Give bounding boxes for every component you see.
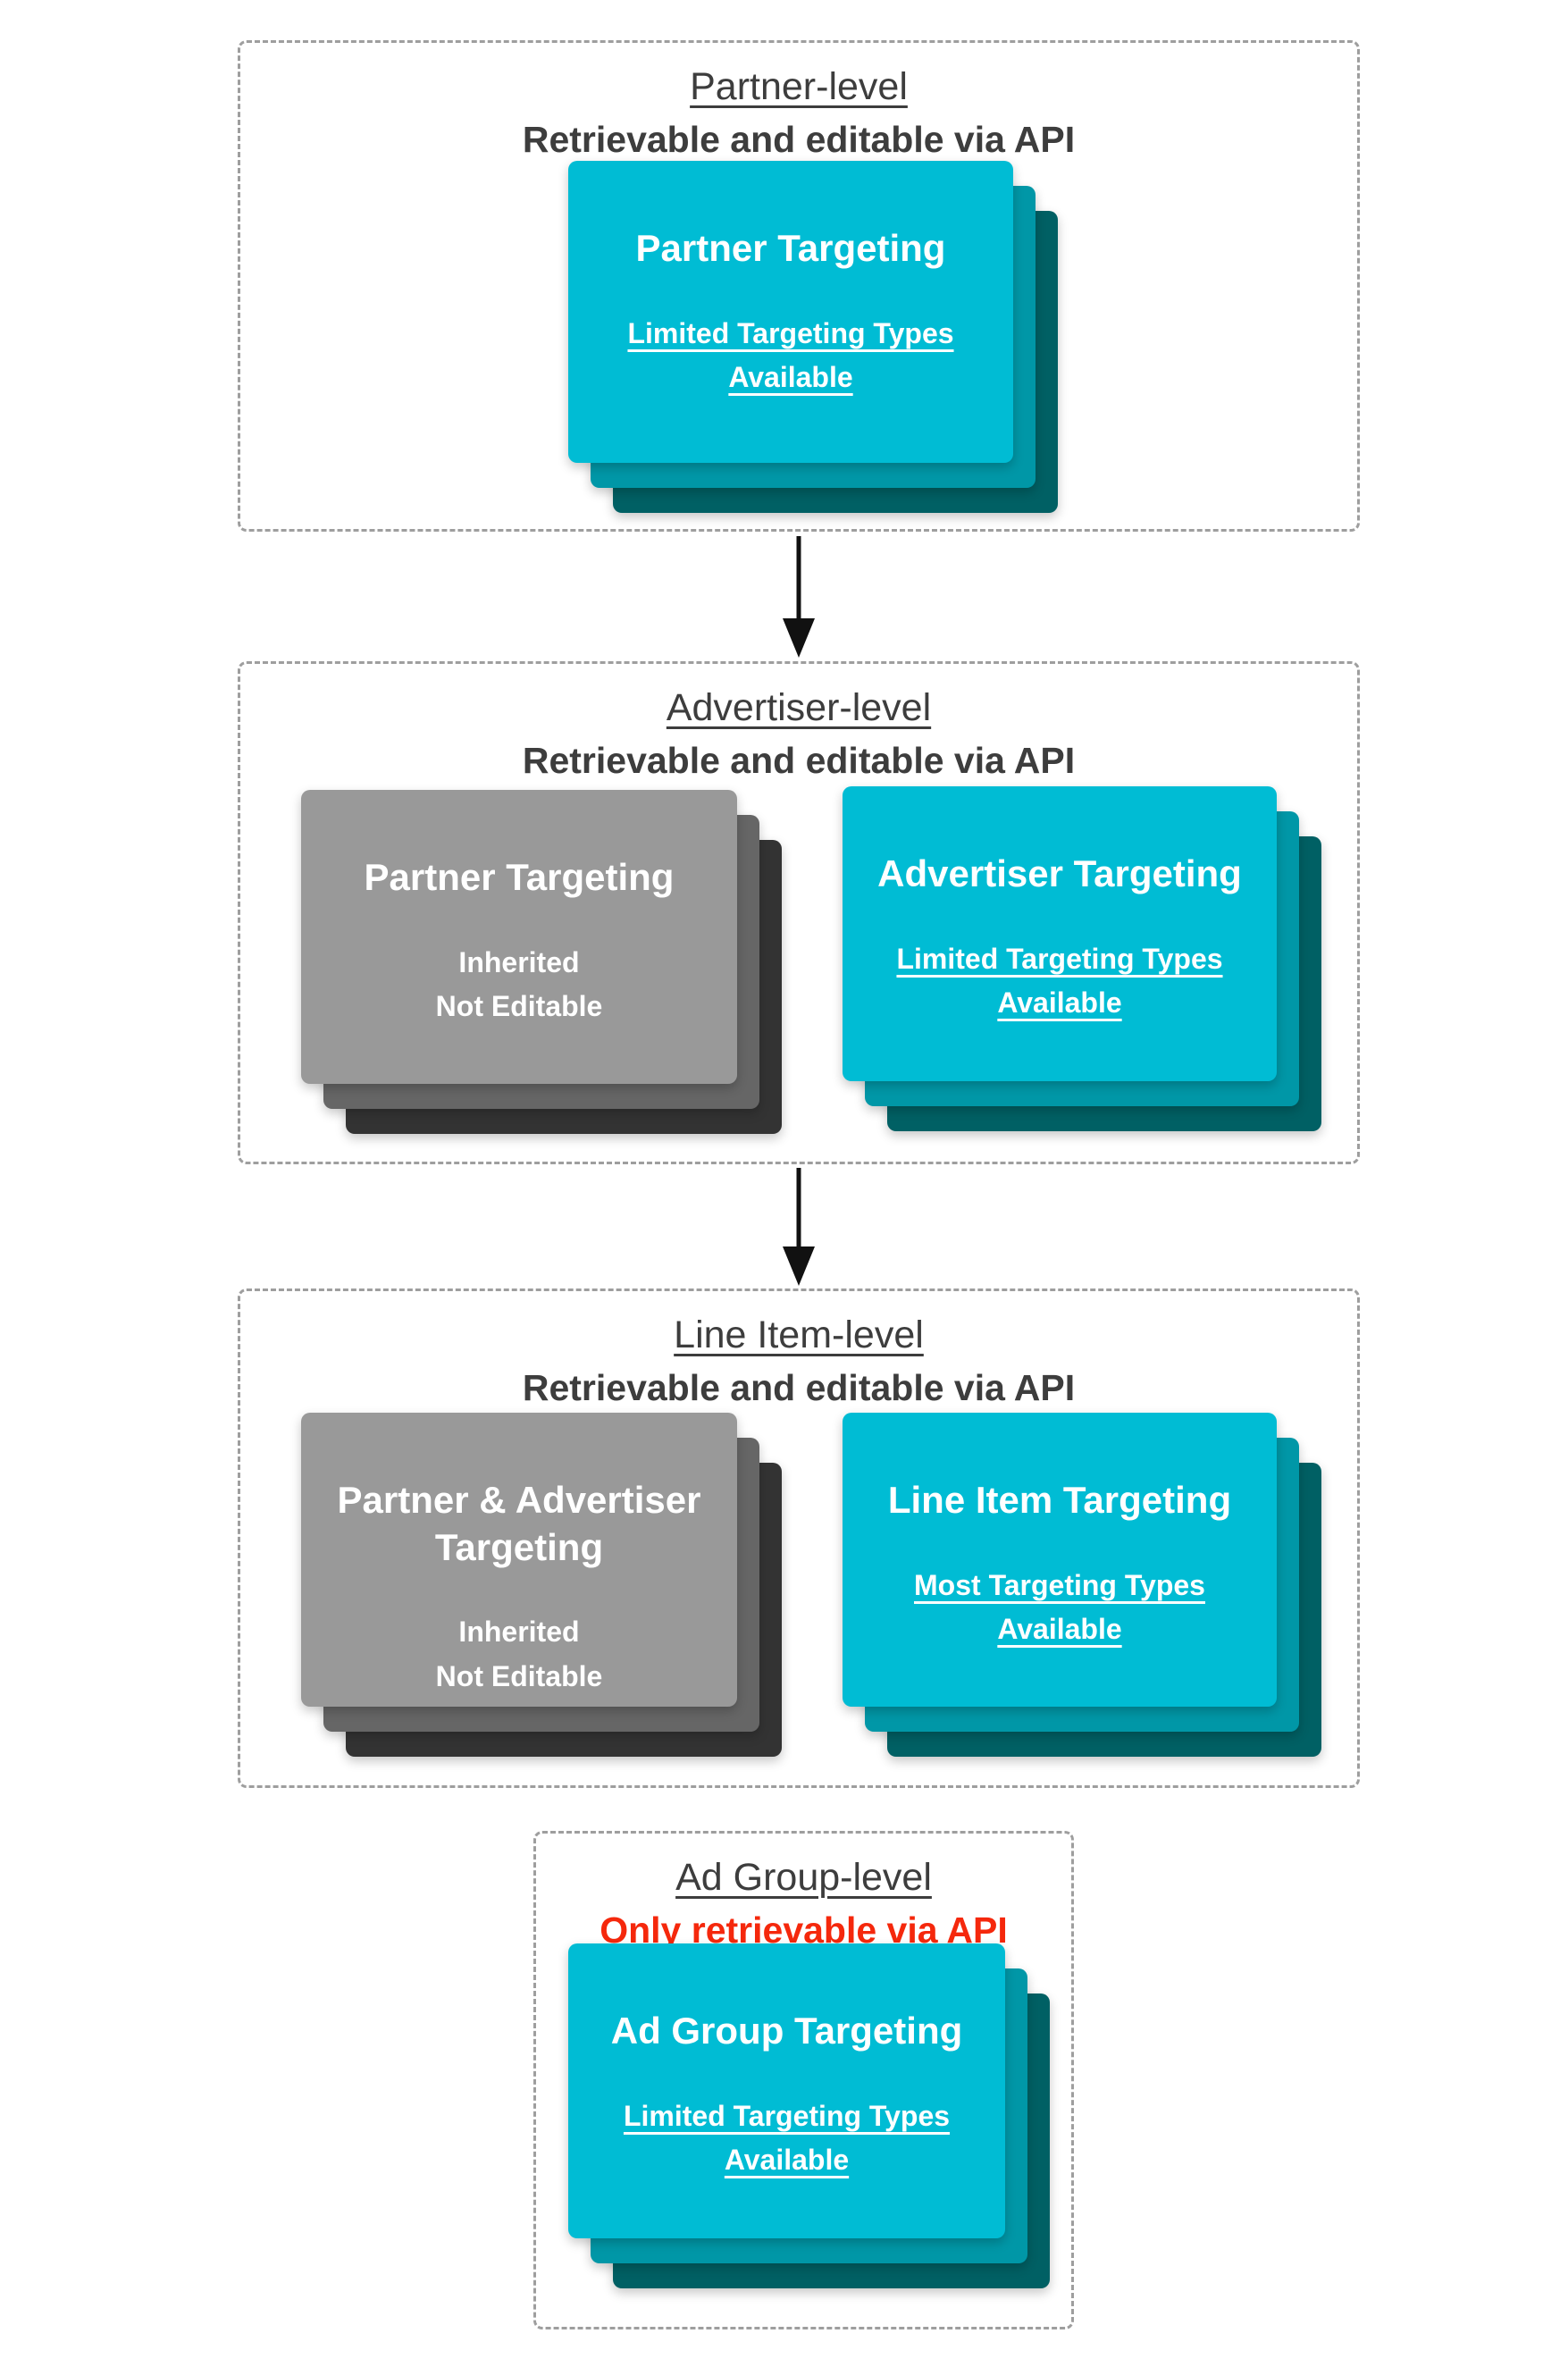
- card-front: Advertiser Targeting Limited Targeting T…: [843, 786, 1277, 1081]
- card-heading: Partner Targeting: [635, 227, 946, 269]
- section-subtitle: Retrievable and editable via API: [522, 1366, 1076, 1408]
- section-line-item-level: Line Item-level Retrievable and editable…: [238, 1288, 1360, 1788]
- card-heading: Line Item Targeting: [887, 1479, 1232, 1521]
- card-body: Limited Targeting Types Available: [623, 2099, 951, 2177]
- down-arrow-icon: [781, 1168, 817, 1286]
- arrow-head: [783, 1246, 815, 1286]
- section-title: Partner-level: [690, 65, 908, 108]
- section-subtitle: Only retrievable via API: [600, 1909, 1008, 1951]
- arrow-shaft: [796, 536, 801, 622]
- card-stack-partner-targeting-inherited: Partner Targeting Inherited Not Editable: [301, 790, 782, 1134]
- section-title: Ad Group-level: [675, 1856, 932, 1899]
- card-front: Ad Group Targeting Limited Targeting Typ…: [568, 1943, 1005, 2238]
- section-subtitle: Retrievable and editable via API: [522, 739, 1076, 781]
- card-heading: Advertiser Targeting: [877, 852, 1242, 894]
- section-ad-group-level: Ad Group-level Only retrievable via API …: [533, 1831, 1074, 2329]
- card-front: Partner & Advertiser Targeting Inherited…: [301, 1413, 737, 1707]
- section-partner-level: Partner-level Retrievable and editable v…: [238, 40, 1360, 532]
- card-heading: Partner & Advertiser Targeting: [337, 1479, 701, 1568]
- down-arrow-icon: [781, 536, 817, 658]
- section-title: Line Item-level: [674, 1314, 924, 1356]
- card-body: Inherited Not Editable: [435, 1616, 603, 1692]
- card-body: Most Targeting Types Available: [914, 1568, 1205, 1646]
- card-stack-partner-targeting: Partner Targeting Limited Targeting Type…: [568, 161, 1058, 513]
- card-front: Partner Targeting Limited Targeting Type…: [568, 161, 1013, 463]
- card-front: Line Item Targeting Most Targeting Types…: [843, 1413, 1277, 1707]
- card-body: Limited Targeting Types Available: [627, 316, 954, 394]
- arrow-shaft: [796, 1168, 801, 1250]
- card-body: Limited Targeting Types Available: [896, 942, 1223, 1020]
- card-stack-ad-group-targeting: Ad Group Targeting Limited Targeting Typ…: [568, 1943, 1050, 2288]
- arrow-head: [783, 618, 815, 658]
- card-heading: Partner Targeting: [364, 856, 675, 898]
- card-body: Inherited Not Editable: [435, 945, 603, 1023]
- card-front: Partner Targeting Inherited Not Editable: [301, 790, 737, 1084]
- section-advertiser-level: Advertiser-level Retrievable and editabl…: [238, 661, 1360, 1164]
- card-stack-partner-advertiser-targeting: Partner & Advertiser Targeting Inherited…: [301, 1413, 782, 1757]
- section-subtitle: Retrievable and editable via API: [522, 118, 1076, 160]
- card-stack-advertiser-targeting: Advertiser Targeting Limited Targeting T…: [843, 786, 1321, 1131]
- card-stack-line-item-targeting: Line Item Targeting Most Targeting Types…: [843, 1413, 1321, 1757]
- card-heading: Ad Group Targeting: [610, 2010, 963, 2052]
- section-title: Advertiser-level: [666, 686, 932, 729]
